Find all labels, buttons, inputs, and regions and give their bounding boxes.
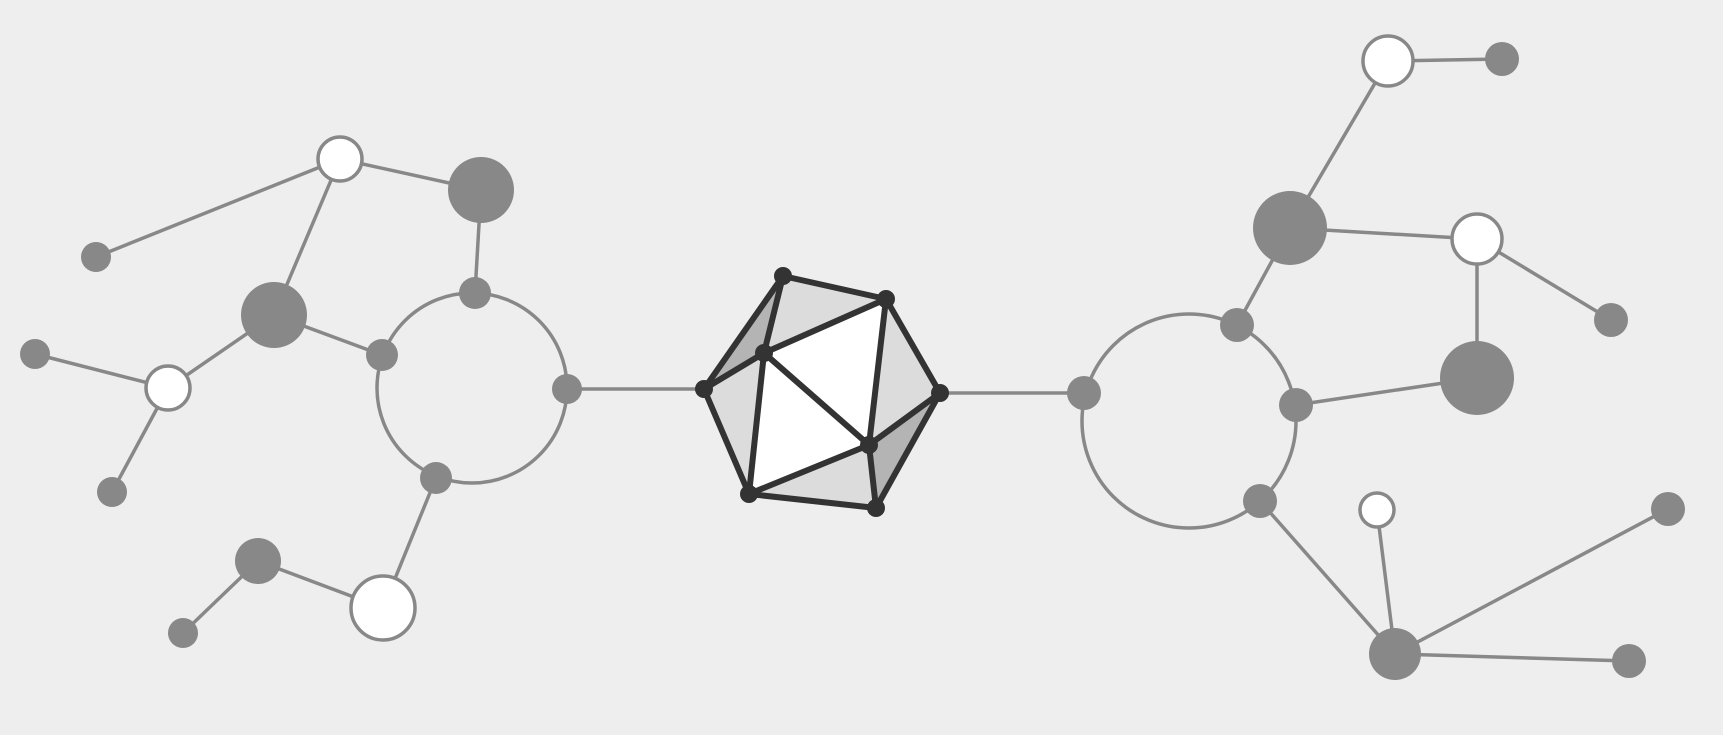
- hub-edge: [746, 350, 767, 497]
- filled-node: [1485, 42, 1519, 76]
- hub-vertex: [877, 290, 895, 308]
- hub-face: [764, 299, 886, 445]
- hub-edge: [701, 350, 767, 392]
- filled-node: [1369, 628, 1421, 680]
- filled-node: [366, 339, 398, 371]
- hub-edge: [866, 390, 943, 448]
- filled-node: [1243, 484, 1277, 518]
- filled-node: [459, 277, 491, 309]
- filled-node: [420, 462, 452, 494]
- hub-edge: [873, 390, 943, 511]
- link: [1258, 499, 1397, 656]
- hub-edge: [701, 386, 752, 497]
- hollow-node: [144, 364, 192, 412]
- link: [94, 157, 342, 259]
- filled-node: [97, 477, 127, 507]
- hub-vertex: [695, 380, 713, 398]
- hub-edge: [780, 273, 889, 302]
- filled-node: [1220, 308, 1254, 342]
- hub-vertex: [774, 267, 792, 285]
- hub-edge: [761, 296, 889, 356]
- hollow-node: [1361, 34, 1415, 88]
- nodes-layer: [20, 34, 1685, 680]
- hub-vertex: [931, 384, 949, 402]
- hub-edges: [701, 273, 943, 511]
- hub-edge: [746, 491, 879, 511]
- hub-edge: [746, 442, 872, 497]
- filled-node: [1612, 644, 1646, 678]
- hollow-node: [1358, 491, 1396, 529]
- hollow-node: [349, 574, 417, 642]
- hub-edge: [761, 273, 786, 356]
- hollow-node: [316, 135, 364, 183]
- hub-vertex: [860, 436, 878, 454]
- hub-edge: [866, 442, 879, 511]
- hub-edge: [761, 350, 872, 448]
- hollow-node: [1450, 212, 1504, 266]
- polyhedron-hub: [695, 267, 949, 517]
- hub-face: [749, 353, 869, 494]
- hub-vertex: [740, 485, 758, 503]
- filled-node: [235, 538, 281, 584]
- hub-vertex: [755, 344, 773, 362]
- filled-node: [1594, 303, 1628, 337]
- hub-vertex: [867, 499, 885, 517]
- filled-node: [81, 242, 111, 272]
- filled-node: [1253, 191, 1327, 265]
- filled-node: [241, 282, 307, 348]
- filled-node: [552, 374, 582, 404]
- filled-node: [168, 618, 198, 648]
- filled-node: [448, 157, 514, 223]
- hub-face: [749, 445, 876, 508]
- filled-node: [20, 339, 50, 369]
- hub-edge: [866, 296, 889, 448]
- filled-node: [1279, 388, 1313, 422]
- hub-face: [704, 353, 764, 494]
- link: [1393, 507, 1670, 656]
- hub-vertices: [695, 267, 949, 517]
- filled-node: [1651, 492, 1685, 526]
- filled-node: [1067, 376, 1101, 410]
- hub-edge: [883, 296, 943, 396]
- hub-face: [869, 299, 940, 445]
- hub-edge: [701, 273, 786, 392]
- link: [1393, 652, 1631, 663]
- filled-node: [1440, 341, 1514, 415]
